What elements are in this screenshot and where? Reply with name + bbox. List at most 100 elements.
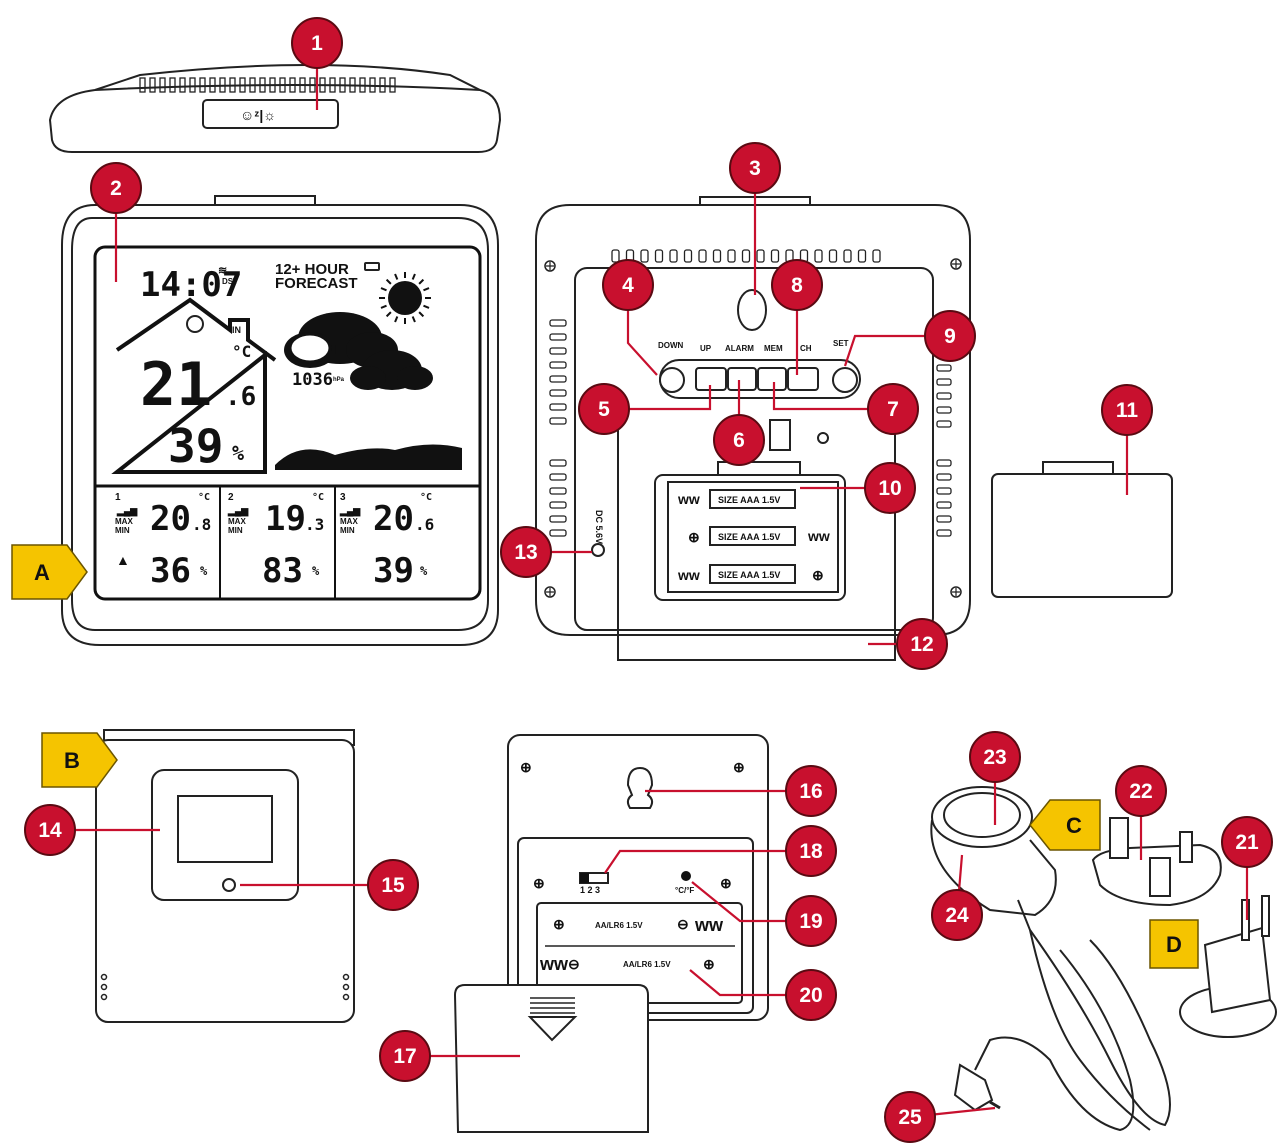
callout-badge-22: 22 xyxy=(1115,765,1167,817)
battery-label: SIZE AAA 1.5V xyxy=(718,495,780,505)
set-button[interactable] xyxy=(832,367,858,393)
screws xyxy=(544,258,962,598)
house-icon xyxy=(111,297,277,474)
callout-badge-24: 24 xyxy=(931,889,983,941)
aaa-battery-3: SIZE AAA 1.5V ᴡᴡ ⊕ xyxy=(677,564,824,584)
callout-badge-8: 8 xyxy=(771,259,823,311)
indoor-temp-dec: .6 xyxy=(225,382,256,412)
callout-badge-7: 7 xyxy=(867,383,919,435)
plus-icon: ⊕ xyxy=(703,956,715,972)
spring-icon: ᴡᴡ xyxy=(677,567,700,583)
down-button[interactable] xyxy=(659,367,685,393)
channel-temp-unit: °C xyxy=(420,492,432,503)
indoor-temp-unit: °C xyxy=(232,342,251,361)
badge-circle xyxy=(931,889,983,941)
snooze-light-button[interactable] xyxy=(202,99,339,129)
callout-line-20 xyxy=(689,969,811,997)
vent-slots xyxy=(139,77,396,93)
snooze-icon: ☺ᶻ|☼ xyxy=(240,107,276,123)
badge-number: 20 xyxy=(799,984,822,1007)
badge-circle xyxy=(785,765,837,817)
screw-icon: ⊕ xyxy=(720,875,732,891)
badge-number: 15 xyxy=(381,874,405,897)
callout-line-18 xyxy=(604,849,811,874)
badge-number: 14 xyxy=(38,819,62,842)
badge-number: 23 xyxy=(983,746,1006,769)
dc-label: DC 5.6V xyxy=(594,510,604,544)
callout-badge-12: 12 xyxy=(896,618,948,670)
badge-circle xyxy=(291,17,343,69)
aa-battery-label-1: AA/LR6 1.5V xyxy=(595,921,643,930)
badge-number: 10 xyxy=(878,477,901,500)
minus-icon: ⊖ xyxy=(568,956,580,972)
screw-icon: ⊕ xyxy=(533,875,545,891)
indoor-temp-int: 21 xyxy=(140,350,212,420)
sensor-front-view xyxy=(95,729,355,1023)
unit-button[interactable] xyxy=(681,871,691,881)
badge-number: 1 xyxy=(311,32,323,55)
badge-circle xyxy=(367,859,419,911)
badge-circle xyxy=(729,142,781,194)
landscape-icon xyxy=(275,444,462,470)
badge-number: 25 xyxy=(898,1106,922,1129)
badge-circle xyxy=(924,310,976,362)
channel-switch-label: 1 2 3 xyxy=(580,885,600,895)
badge-circle xyxy=(713,414,765,466)
badge-circle xyxy=(864,462,916,514)
in-label: IN xyxy=(232,325,241,335)
channel-number: 2 xyxy=(228,492,234,503)
alarm-button[interactable] xyxy=(727,367,757,391)
channel-temp-dec: .8 xyxy=(192,515,211,534)
sensor-led xyxy=(222,878,236,892)
signal-icon: ▂▄▆ xyxy=(116,506,138,517)
battery-label: SIZE AAA 1.5V xyxy=(718,570,780,580)
callout-badge-1: 1 xyxy=(291,17,343,69)
plus-icon: ⊕ xyxy=(688,529,700,545)
channel-number: 1 xyxy=(115,492,121,503)
spring-icon: ᴡᴡ xyxy=(694,915,724,935)
callout-badges: 1234567891011121314151617181920212223242… xyxy=(24,17,1273,1143)
badge-number: 8 xyxy=(791,274,803,297)
callout-badge-25: 25 xyxy=(884,1091,936,1143)
callout-badge-21: 21 xyxy=(1221,816,1273,868)
callout-badge-9: 9 xyxy=(924,310,976,362)
tag-b: B xyxy=(41,732,118,788)
callout-badge-2: 2 xyxy=(90,162,142,214)
cloud-icon xyxy=(284,312,433,390)
badge-number: 4 xyxy=(622,274,634,297)
tag-shape xyxy=(1029,799,1101,851)
callout-badge-19: 19 xyxy=(785,895,837,947)
callout-badge-13: 13 xyxy=(500,526,552,578)
channel-percent: % xyxy=(420,564,428,578)
badge-number: 7 xyxy=(887,398,899,421)
stand xyxy=(617,420,896,661)
aaa-battery-2: SIZE AAA 1.5V ⊕ ᴡᴡ xyxy=(688,526,830,546)
sensor-display xyxy=(177,795,273,863)
down-label: DOWN xyxy=(658,341,684,350)
radio-signal-icon: ≋ xyxy=(218,265,227,277)
badge-number: 6 xyxy=(733,429,745,452)
set-label: SET xyxy=(833,339,849,348)
spring-icon: ᴡᴡ xyxy=(539,954,569,974)
badge-circle xyxy=(969,731,1021,783)
vent-slots xyxy=(549,249,952,537)
screw-icon: ⊕ xyxy=(520,759,532,775)
mem-button[interactable] xyxy=(757,367,787,391)
channel-humidity: 83 xyxy=(262,551,303,591)
signal-icon: ▂▄▆ xyxy=(227,506,249,517)
unit-label: °C/°F xyxy=(675,886,694,895)
wall-mount-hole xyxy=(626,766,654,809)
badge-circle xyxy=(785,969,837,1021)
badge-circle xyxy=(896,618,948,670)
channel-humidity: 36 xyxy=(150,551,191,591)
tag-a: A xyxy=(11,544,88,600)
station-front-view: 14:07 DST ≋ 12+ HOUR FORECAST 1036 hPa I… xyxy=(61,195,499,646)
min-label: MIN xyxy=(115,526,130,535)
badge-number: 17 xyxy=(393,1045,416,1068)
tag-letter: C xyxy=(1066,813,1082,838)
badge-circle xyxy=(771,259,823,311)
dc-jack[interactable] xyxy=(591,543,605,557)
aa-battery-label-2: AA/LR6 1.5V xyxy=(623,960,671,969)
ch-button[interactable] xyxy=(787,367,819,391)
